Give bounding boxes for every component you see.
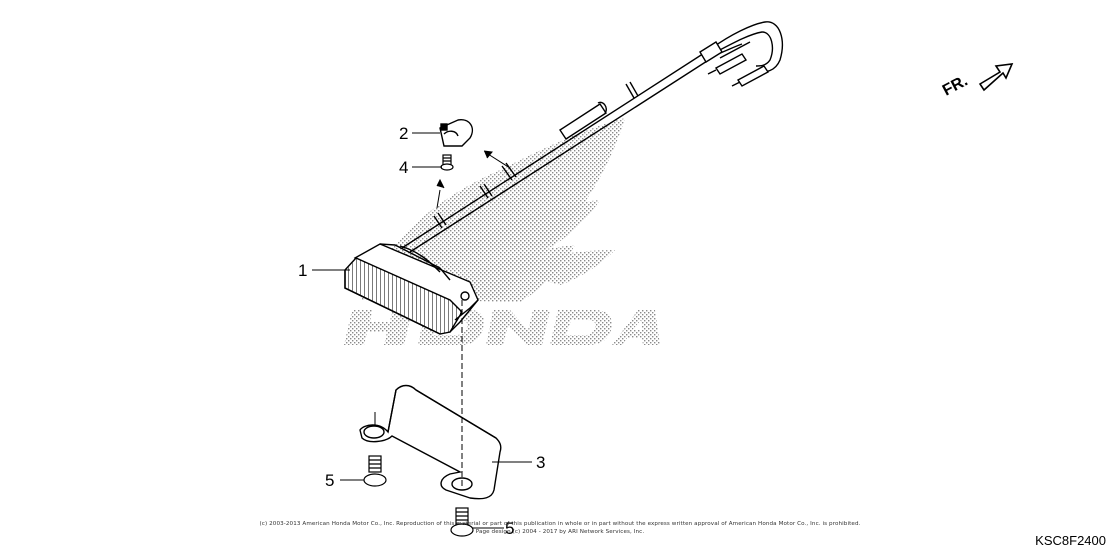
wire-harness <box>401 21 783 253</box>
cable-clamp <box>439 119 474 147</box>
diagram-code: KSC8F2400 <box>1035 533 1106 548</box>
front-arrow-icon <box>978 63 1014 92</box>
assembly-guides <box>374 150 511 486</box>
leader-lines <box>312 132 532 529</box>
front-direction-indicator: FR. <box>940 63 1014 100</box>
honda-wordmark-watermark <box>344 310 660 345</box>
clamp-bolt <box>440 154 454 171</box>
callout-5-left: 5 <box>325 471 334 490</box>
tail-light-assembly <box>344 243 479 335</box>
callout-5-bottom: 5 <box>505 519 514 538</box>
bracket-screw-bottom <box>450 507 474 537</box>
callout-4: 4 <box>399 158 408 177</box>
bracket-screw-left <box>363 455 387 487</box>
copyright-line-1: (c) 2003-2013 American Honda Motor Co., … <box>259 521 861 527</box>
direction-label: FR. <box>940 72 971 99</box>
copyright-line-2: Page design (c) 2004 - 2017 by ARI Netwo… <box>475 529 645 535</box>
callout-3: 3 <box>536 453 545 472</box>
callout-1: 1 <box>298 261 307 280</box>
callout-2: 2 <box>399 124 408 143</box>
